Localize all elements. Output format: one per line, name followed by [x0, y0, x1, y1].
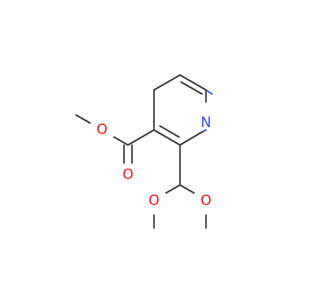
- bond-ch-o-right: [179, 184, 195, 194]
- atom-n-ring: N: [201, 115, 211, 131]
- bond-c5-c6-inner: [180, 81, 203, 95]
- atom-o-acetal-right: O: [200, 193, 211, 209]
- bond-methyl-o: [75, 114, 91, 124]
- bond-c5-c6: [179, 74, 207, 91]
- atom-o-acetal-left: O: [148, 193, 159, 209]
- bond-n1-c2-gray: [179, 131, 203, 146]
- bond-c6-n1: [205, 89, 213, 95]
- pyridine-ring: [153, 74, 213, 146]
- atom-labels: N O O O O: [96, 115, 211, 209]
- atom-o-ester-single: O: [96, 122, 107, 138]
- bond-carbonyl-o-single: [113, 136, 129, 146]
- bond-c3-carbonyl: [127, 129, 155, 146]
- molecule-structure-diagram: N O O O O: [75, 74, 213, 229]
- acetal-group: [153, 144, 207, 229]
- bond-c2-c3-inner: [159, 125, 180, 138]
- ester-group: [75, 114, 155, 164]
- bond-ch-o-left: [165, 184, 181, 194]
- bond-c2-c3: [153, 129, 181, 146]
- atom-o-ester-double: O: [122, 167, 133, 183]
- bond-c4-c5: [153, 74, 181, 91]
